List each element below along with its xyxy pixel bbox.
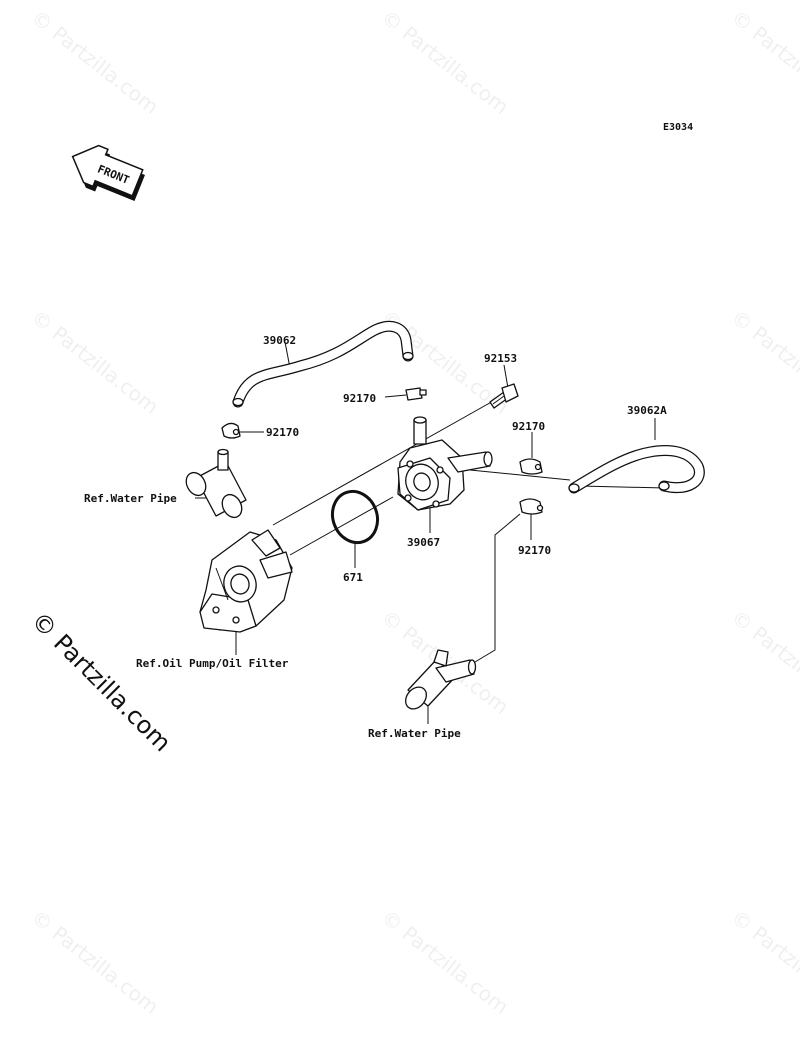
label-671: 671 — [343, 571, 363, 584]
label-92170-right-upper: 92170 — [512, 420, 545, 433]
part-labels: 39062 92170 92170 92153 39062A 92170 921… — [84, 334, 667, 740]
watermarks: © Partzilla.com © Partzilla.com © Partzi… — [27, 5, 800, 1019]
label-39062: 39062 — [263, 334, 296, 347]
oil-cooler-39067 — [397, 416, 493, 511]
watermark: © Partzilla.com — [727, 605, 800, 719]
clamp-92170-right-lower — [519, 498, 544, 515]
o-ring-671 — [330, 489, 380, 545]
watermark: © Partzilla.com — [727, 5, 800, 119]
diagram-code: E3034 — [663, 122, 693, 133]
watermark: © Partzilla.com — [27, 905, 163, 1019]
label-ref-water-pipe-bottom: Ref.Water Pipe — [368, 727, 461, 740]
bolt-92153 — [489, 383, 519, 409]
water-pipe-bottom — [405, 649, 477, 710]
front-arrow-icon: FRONT — [71, 144, 145, 201]
label-ref-oil-pump: Ref.Oil Pump/Oil Filter — [136, 657, 289, 670]
label-ref-water-pipe-left: Ref.Water Pipe — [84, 492, 177, 505]
watermark: © Partzilla.com — [27, 5, 163, 119]
watermark: © Partzilla.com — [27, 305, 163, 419]
side-watermark: © Partzilla.com — [26, 606, 177, 757]
oil-pump-housing — [199, 529, 293, 633]
watermark: © Partzilla.com — [377, 905, 513, 1019]
clamp-92170-mid — [405, 387, 427, 401]
label-39062a: 39062A — [627, 404, 667, 417]
hose-39062a — [568, 445, 705, 494]
label-39067: 39067 — [407, 536, 440, 549]
label-92170-upper-left: 92170 — [266, 426, 299, 439]
clamp-92170-upper-left — [221, 422, 241, 439]
label-92153: 92153 — [484, 352, 517, 365]
watermark: © Partzilla.com — [377, 5, 513, 119]
label-92170-mid: 92170 — [343, 392, 376, 405]
clamp-92170-right-upper — [519, 458, 543, 475]
water-pipe-left — [185, 448, 247, 519]
hose-39062 — [232, 320, 414, 408]
watermark: © Partzilla.com — [727, 305, 800, 419]
watermark: © Partzilla.com — [727, 905, 800, 1019]
label-92170-right-lower: 92170 — [518, 544, 551, 557]
